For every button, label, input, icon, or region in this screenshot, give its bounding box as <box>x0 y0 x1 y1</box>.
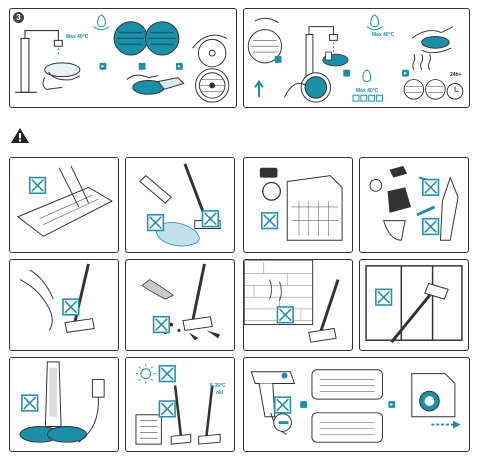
no-brushroll-touch-panel <box>9 157 119 253</box>
no-dust-panel <box>243 259 353 351</box>
no-sharp-objects-panel <box>125 259 235 351</box>
step-3-panel: 3 <box>9 8 237 108</box>
faucet-illustration <box>15 30 63 93</box>
drying-illustration <box>247 14 464 103</box>
step-number-badge: 3 <box>13 12 24 23</box>
temp-range-label: 5-35°C <box>210 383 226 389</box>
temperature-panel: 5-35°C ok! <box>125 357 235 452</box>
step-3-illustration <box>15 14 230 103</box>
temp-ok-label: ok! <box>216 390 224 396</box>
no-dishwasher-panel <box>243 157 353 253</box>
disc-illustration <box>195 68 230 103</box>
no-windows-panel <box>359 259 469 351</box>
no-liquid-pickup-panel <box>125 157 235 253</box>
dry-time-label: 24h+ <box>450 72 462 78</box>
pad-holder-illustration <box>192 34 228 68</box>
no-wash-filter-panel <box>359 157 469 253</box>
hand-attach-illustration <box>126 74 185 95</box>
max-temp-label-b: Max 40°C <box>372 32 395 38</box>
wash-icon <box>93 14 110 31</box>
warning-icon <box>11 128 29 143</box>
arrow-icon <box>99 62 183 70</box>
sun-icon <box>135 363 156 384</box>
hand-pad-illustration <box>42 62 81 90</box>
no-cables-panel <box>9 259 119 351</box>
care-icons <box>352 69 383 102</box>
clock-icon <box>446 82 464 100</box>
max-temp-label-c: Max 40°C <box>356 88 379 94</box>
battery-removal-panel <box>243 357 470 452</box>
drying-panel: Max 40°C Max 40°C 24h+ <box>243 8 470 108</box>
no-charging-pads-panel <box>9 357 119 452</box>
max-temp-label-a: Max 40°C <box>66 34 89 40</box>
pads-illustration <box>113 21 180 56</box>
